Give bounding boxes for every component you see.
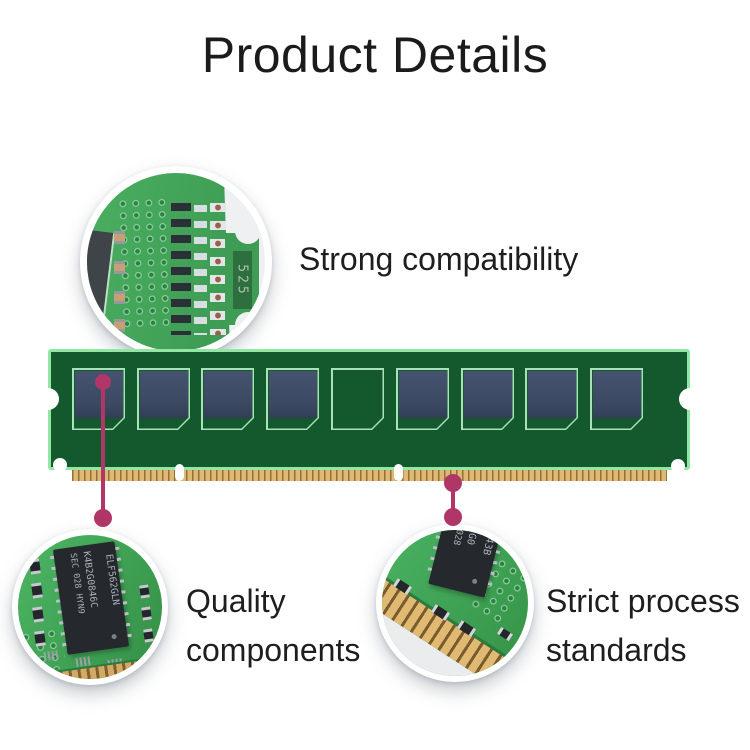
chip-closeup-photo: SEC 028 HYN9 K4B2G0846C ELF562GLN — [18, 535, 162, 679]
callout-dot-process-top — [444, 474, 462, 492]
smd-column-silver — [194, 205, 207, 335]
tab-notch-bottom — [235, 312, 261, 338]
edge-connector-photo: SEC 028 K4B2G0 ELN43B — [382, 530, 528, 676]
quality-photo-circle: SEC 028 HYN9 K4B2G0846C ELF562GLN — [12, 529, 168, 685]
smd-component — [143, 628, 154, 643]
memory-chip-slot-empty — [331, 368, 384, 430]
module-left-hole — [53, 458, 67, 472]
pcb-closeup-photo: 525 — [87, 173, 265, 351]
pcb-vias — [118, 198, 176, 332]
memory-ic-chip: SEC 028 HYN9 K4B2G0846C ELF562GLN — [49, 541, 133, 655]
page-title: Product Details — [201, 27, 549, 83]
smd-resistor — [114, 319, 125, 332]
label-strict-process: Strict process standards — [546, 583, 740, 668]
memory-chip-3 — [201, 368, 254, 430]
smd-component — [31, 582, 43, 599]
module-left-notch — [37, 388, 59, 410]
memory-chip-9 — [590, 368, 643, 430]
callout-line-quality — [101, 382, 105, 518]
smd-resistor — [114, 261, 125, 274]
memory-chip-8 — [525, 368, 578, 430]
callout-dot-process-bottom — [444, 508, 462, 526]
process-photo-circle: SEC 028 K4B2G0 ELN43B — [376, 524, 534, 682]
chip-marking: K4B2G0 — [464, 530, 483, 546]
memory-module — [37, 349, 701, 473]
board-tab-marking: 525 — [233, 251, 252, 309]
smd-component — [141, 606, 152, 621]
pin-notch-key — [394, 464, 403, 481]
smd-column-dark — [171, 203, 191, 335]
tab-notch-top — [235, 218, 261, 244]
smd-component — [32, 606, 44, 623]
compatibility-photo-circle: 525 — [80, 166, 272, 358]
gold-edge-pins — [72, 470, 667, 481]
smd-component — [29, 558, 41, 575]
memory-chip-2 — [137, 368, 190, 430]
smd-component — [139, 584, 150, 599]
callout-dot-quality-bottom — [94, 509, 112, 527]
label-quality-components: Quality components — [186, 583, 361, 668]
callout-line-process — [451, 483, 455, 517]
pin1-dot — [111, 633, 117, 640]
module-right-notch — [679, 388, 701, 410]
memory-chip-7 — [461, 368, 514, 430]
module-right-hole — [671, 459, 685, 473]
pin1-dot — [471, 578, 478, 585]
memory-chip-6 — [396, 368, 449, 430]
smd-column-capacitors — [210, 203, 226, 335]
memory-chip-4 — [266, 368, 319, 430]
smd-component — [34, 630, 46, 647]
smd-resistor — [114, 291, 125, 304]
callout-dot-quality-top — [95, 374, 111, 390]
label-strong-compatibility: Strong compatibility — [299, 241, 579, 277]
smd-resistor — [114, 231, 125, 244]
pin-notch-left — [175, 464, 184, 481]
